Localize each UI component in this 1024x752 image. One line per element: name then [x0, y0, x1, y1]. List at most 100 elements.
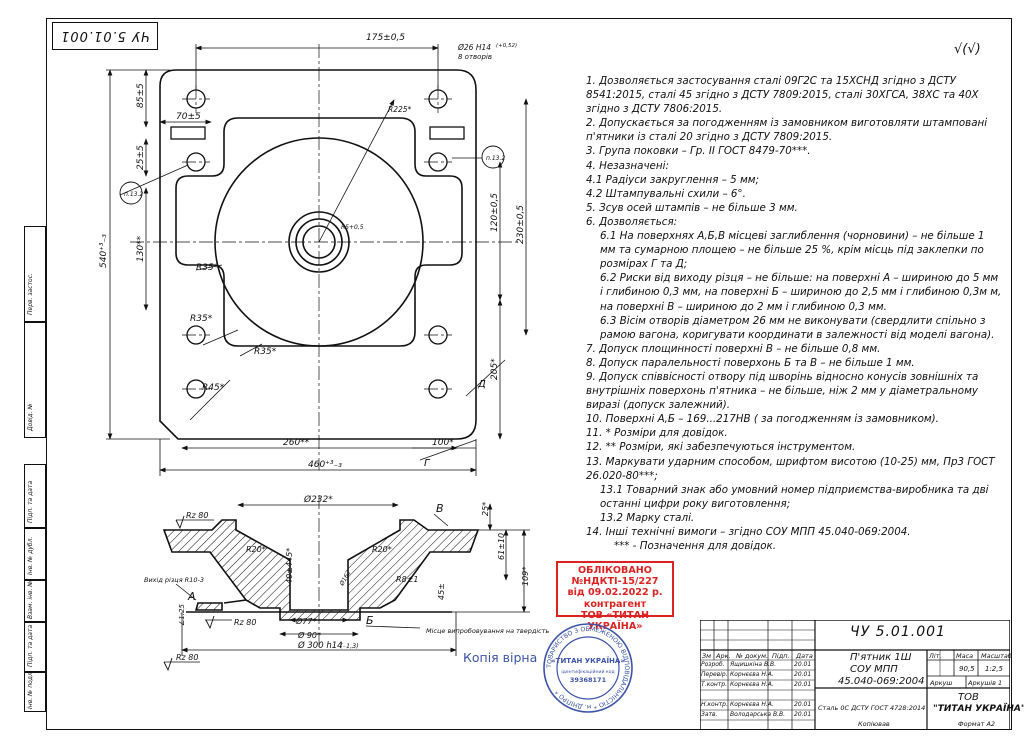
note-bubble — [119, 181, 143, 205]
signature-date: 20.01 — [794, 711, 812, 718]
dim-label: 8 отворів — [458, 53, 492, 61]
note-item: 4.2 Штампувальні схили – 6°. — [586, 187, 746, 200]
dim-label: R35* — [196, 263, 219, 273]
note-item: 8. Допуск паралельності поверхонь Б та В… — [586, 356, 915, 369]
dim-label: 230±0,5 — [516, 205, 526, 244]
signature-role: Перевір. — [701, 671, 728, 678]
svg-text:ТОВАРИСТВО З ОБМЕЖЕНОЮ ВІДПОВІ: ТОВАРИСТВО З ОБМЕЖЕНОЮ ВІДПОВІДАЛЬНІСТЮ … — [546, 626, 630, 710]
note-item: 13.2 Марку сталі. — [600, 511, 695, 524]
dim-label: Rz 80 — [186, 511, 208, 520]
title-company-name: "ТИТАН УКРАЇНА" — [933, 704, 1024, 714]
note-item: 11. * Розміри для довідок. — [586, 427, 728, 440]
title-block-grid — [700, 620, 1010, 730]
note-item: 6.3 Вісім отворів діаметром 26 мм не вик… — [600, 314, 995, 341]
signature-name: Корнєєва Н.А. — [730, 681, 774, 688]
signature-date: 20.01 — [794, 661, 812, 668]
note-item: 13.1 Товарний знак або умовний номер під… — [600, 483, 989, 510]
dim-label: 175±0,5 — [366, 33, 405, 43]
note-item: 9. Допуск співвісності отвору під шворін… — [586, 370, 979, 412]
strip-cell: Довід. № — [24, 322, 46, 438]
note-item: 4.1 Радіуси закруглення – 5 мм; — [586, 173, 760, 186]
surface-letter: Г — [424, 458, 431, 469]
title-col-izm: Зм — [702, 652, 712, 660]
strip-cell: Підп. та дата — [24, 622, 46, 672]
strip-cell: Підп. та дата — [24, 464, 46, 528]
left-signature-strip: Перв. застос. Довід. № Підп. та дата Інв… — [24, 226, 46, 712]
technical-requirements: 1. Дозволяється застосування сталі 09Г2С… — [572, 74, 1002, 553]
title-standard-number: 45.040-069:2004 — [838, 676, 925, 687]
signature-name: Корнєєва Н.А. — [730, 701, 774, 708]
slot-right — [429, 126, 465, 140]
surface-letter: В — [436, 502, 444, 515]
signature-role: Затв. — [701, 711, 718, 718]
title-copied: Копіював — [858, 720, 890, 728]
seal-name: «ТИТАН УКРАЇНА» — [551, 656, 625, 665]
dim-label: R8±1 — [396, 575, 418, 584]
dim-label: 130** — [136, 235, 146, 262]
note-item: 6.2 Риски від виходу різця – не більше: … — [600, 272, 1002, 313]
dim-label: 460⁺³₋₃ — [308, 460, 342, 470]
dim-label: 61±10 — [497, 533, 506, 560]
title-sheets: Аркушів 1 — [968, 679, 1003, 687]
dim-label: 85±5 — [136, 83, 146, 108]
strip-cell: Інв. № подл. — [24, 670, 46, 712]
signature-name: Корнєєва Н.А. — [730, 671, 774, 678]
signature-role: Н.контр. — [701, 701, 728, 708]
dim-label: R20* — [372, 545, 392, 554]
dim-label: (+0,52) — [496, 43, 517, 49]
title-part-name: П'ятник 1Ш — [850, 652, 912, 663]
dim-label: Rz 80 — [234, 618, 256, 627]
section-foot — [194, 602, 223, 611]
dim-label: 205* — [490, 358, 500, 380]
title-mass-header: Маса — [956, 652, 974, 660]
dim-label: Rz 80 — [176, 653, 198, 662]
note-item: 6.1 На поверхнях А,Б,В місцеві заглиблен… — [600, 230, 985, 271]
dim-label: R225* — [388, 105, 412, 114]
dim-label: п.13.2 — [486, 155, 505, 162]
title-col-date: Дата — [796, 652, 813, 660]
signature-name: Ящишкіна В.В. — [730, 661, 777, 668]
stamp-line: №НДКТІ-15/227 — [571, 576, 659, 588]
strip-cell: Взам. інв. № — [24, 580, 46, 622]
stamp-line: ОБЛІКОВАНО — [578, 565, 652, 576]
dim-label: R35* — [254, 347, 277, 357]
note-item: *** - Позначення для довідок. — [614, 540, 777, 553]
inner-contour — [175, 117, 463, 347]
dim-label: Ø77* — [295, 616, 316, 626]
section-edge — [223, 599, 247, 604]
title-col-list: Арк. — [716, 652, 731, 660]
note-bubble — [481, 145, 505, 169]
roughness-symbol: √(√) — [954, 42, 981, 57]
surface-letter: Б — [366, 614, 374, 627]
dim-label: R5+0,5 — [341, 224, 364, 231]
dim-label: (₋1,3) — [340, 642, 359, 650]
note-item: 14. Інші технічні вимоги – згідно СОУ МП… — [586, 526, 911, 538]
title-lit-header: Літ. — [929, 652, 942, 660]
dim-label: R20* — [246, 545, 266, 554]
seal-code: 39368171 — [570, 676, 607, 684]
title-company-form: ТОВ — [958, 692, 979, 703]
dim-label: Вихід різця R10-3 — [144, 576, 204, 584]
note-item: 13. Маркувати ударним способом, шрифтом … — [586, 455, 995, 482]
dim-label: 109* — [521, 567, 530, 586]
signature-date: 20.01 — [794, 701, 812, 708]
note-item: 4. Незазначені: — [586, 159, 669, 172]
registration-stamp: ОБЛІКОВАНО №НДКТІ-15/227 від 09.02.2022 … — [556, 561, 674, 632]
note-item: 6. Дозволяється: — [586, 215, 678, 228]
note-item: 3. Група поковки – Гр. II ГОСТ 8479-70**… — [586, 145, 811, 158]
signature-name: Володарська В.В. — [730, 711, 786, 718]
stamp-line: контрагент — [583, 598, 647, 610]
company-seal: ТОВАРИСТВО З ОБМЕЖЕНОЮ ВІДПОВІДАЛЬНІСТЮ … — [543, 623, 633, 713]
drawing-frame — [46, 18, 1012, 730]
stamp-line: від 09.02.2022 р. — [567, 587, 663, 599]
note-item: 7. Допуск площинності поверхні В – не бі… — [586, 342, 881, 355]
slot-left — [170, 126, 206, 140]
plate-outline — [159, 69, 477, 440]
dim-label: п.13.2 — [124, 191, 143, 198]
dim-label: 70±5 — [176, 112, 201, 122]
note-item: 12. ** Розміри, які забезпечуються інстр… — [586, 441, 856, 454]
dim-label: ∠1:25 — [178, 603, 186, 626]
dim-label: Місце випробовування на твердість — [426, 627, 550, 635]
title-mass: 90,5 — [959, 665, 975, 673]
